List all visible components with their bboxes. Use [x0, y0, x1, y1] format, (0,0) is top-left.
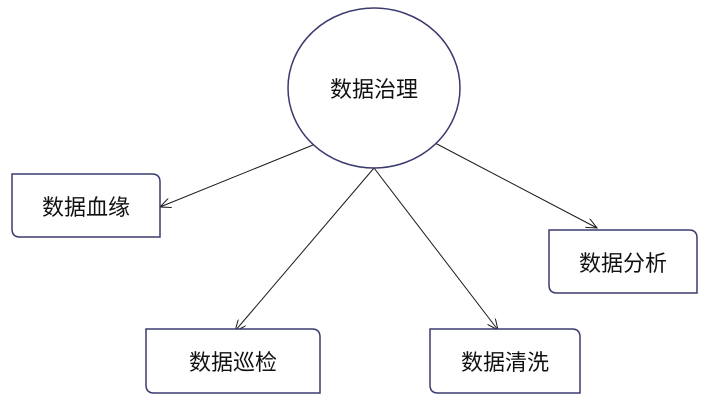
edge-governance-to-cleansing	[373, 167, 498, 330]
edge-governance-to-lineage	[160, 144, 314, 207]
node-governance-shape	[287, 7, 461, 169]
node-inspection-shape	[145, 328, 321, 394]
node-lineage-shape	[11, 173, 161, 238]
node-analysis-shape	[548, 229, 698, 294]
edge-governance-to-analysis	[434, 142, 597, 228]
node-cleansing-shape	[429, 328, 581, 394]
edge-governance-to-inspection	[235, 167, 375, 331]
